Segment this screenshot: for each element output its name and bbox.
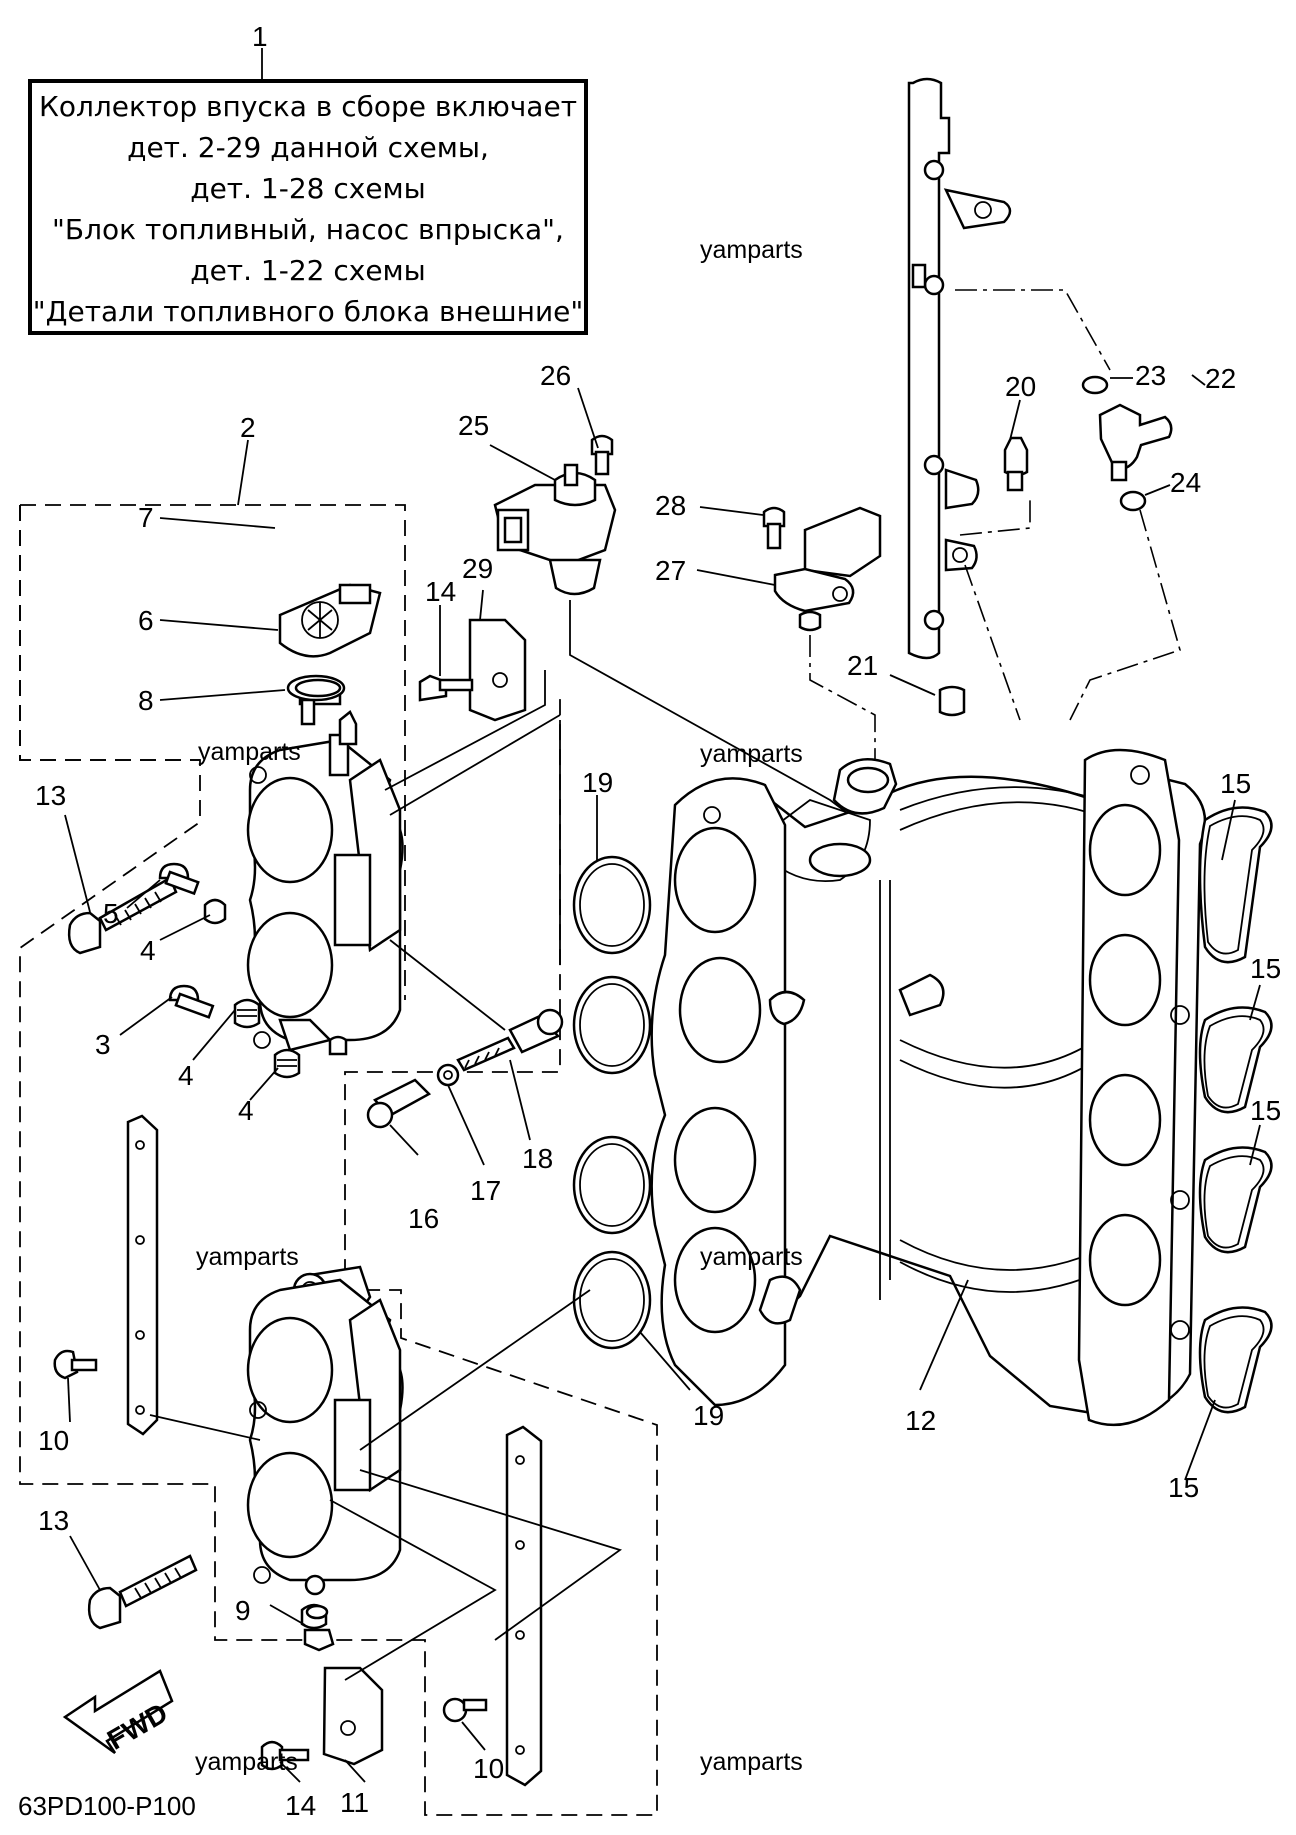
callout-23: 23 [1135,360,1166,391]
watermark-7: yamparts [700,1748,803,1776]
note-line-4: "Блок топливный, насос впрыска", [52,213,564,246]
callout-16: 16 [408,1203,439,1234]
throttle-body-group-outline [19,504,658,1816]
watermark-3: yamparts [700,740,803,768]
callout-3: 3 [95,1029,111,1060]
callout-12: 12 [905,1405,936,1436]
note-line-6: "Детали топливного блока внешние" [32,295,584,328]
callout-13a: 13 [35,780,66,811]
upper-line-3 [389,714,561,816]
callout-10b: 10 [473,1753,504,1784]
leader-lines [64,48,1261,1783]
lower-line-4 [329,1499,497,1681]
callout-5: 5 [103,898,119,929]
callout-7: 7 [138,502,154,533]
watermark-1: yamparts [700,236,803,264]
bracket-29 [418,618,527,722]
injector-line [1069,509,1181,721]
plate-left-10 [53,1114,159,1436]
callout-15c: 15 [1250,1095,1281,1126]
watermark-4: yamparts [196,1243,299,1271]
sensor-27-line [809,635,876,800]
callout-14a: 14 [425,576,456,607]
note-line-3: дет. 1-28 схемы [190,172,426,205]
gaskets-19 [572,855,652,1350]
callout-15b: 15 [1250,953,1281,984]
callout-21: 21 [847,650,878,681]
assembly-note-box: Коллектор впуска в сборе включает дет. 2… [28,79,588,335]
bolt-13-lower [87,1554,198,1630]
upper-line-2 [384,670,546,791]
sensor-25 [493,434,617,596]
callout-6: 6 [138,605,154,636]
fwd-arrow-icon: FWD [62,1669,174,1756]
callout-4b: 4 [178,1060,194,1091]
callout-15a: 15 [1220,768,1251,799]
plate-right-10 [442,1425,543,1787]
callout-19a: 19 [582,767,613,798]
note-line-2: дет. 2-29 данной схемы, [127,131,489,164]
callout-9: 9 [235,1595,251,1626]
link-16-17-18 [366,1008,564,1129]
washer-nut-9 [303,1604,335,1652]
note-line-5: дет. 1-22 схемы [190,254,426,287]
injector-22 [938,375,1173,717]
lower-line-2 [359,1289,591,1451]
fuel-rail-line-3 [964,564,1021,721]
callout-27: 27 [655,555,686,586]
callout-4a: 4 [140,935,156,966]
fuel-rail-line [955,289,1111,371]
callout-13b: 13 [38,1505,69,1536]
callout-10a: 10 [38,1425,69,1456]
lower-throttle-body [246,1265,404,1630]
callout-11: 11 [340,1787,369,1818]
callout-18: 18 [522,1143,553,1174]
callout-4c: 4 [238,1095,254,1126]
watermarks: yamparts yamparts yamparts yamparts yamp… [195,236,803,1776]
callout-24: 24 [1170,467,1201,498]
callout-20: 20 [1005,371,1036,402]
gaskets-15 [1198,806,1273,1414]
bolts-3-5-springs-4 [158,862,301,1079]
note-line-1: Коллектор впуска в сборе включает [38,90,577,123]
callout-14b: 14 [285,1790,316,1821]
callout-17: 17 [470,1175,501,1206]
callout-2: 2 [240,412,256,443]
intake-manifold-12 [650,748,1207,1427]
callout-26: 26 [540,360,571,391]
sensor-27 [762,506,882,632]
callout-19b: 19 [693,1400,724,1431]
fuel-rail [907,77,1012,660]
watermark-5: yamparts [700,1243,803,1271]
lower-line-1 [149,1414,261,1441]
callout-8: 8 [138,685,154,716]
callout-22: 22 [1205,363,1236,394]
callout-25: 25 [458,410,489,441]
watermark-6: yamparts [195,1748,298,1776]
callout-29: 29 [462,553,493,584]
callout-numbers: 1 2 3 4 4 4 5 6 7 8 9 10 10 11 12 13 13 … [35,21,1281,1821]
upper-link-line [389,939,506,1031]
callout-15d: 15 [1168,1472,1199,1503]
lower-line-3 [359,1469,622,1641]
diagram-code: 63PD100-P100 [18,1791,196,1821]
fuel-rail-line-2 [959,500,1031,536]
callout-1: 1 [252,21,268,52]
watermark-2: yamparts [198,738,301,766]
bolt-13-upper [67,876,178,955]
upper-throttle-body [246,583,404,1056]
callout-28: 28 [655,490,686,521]
